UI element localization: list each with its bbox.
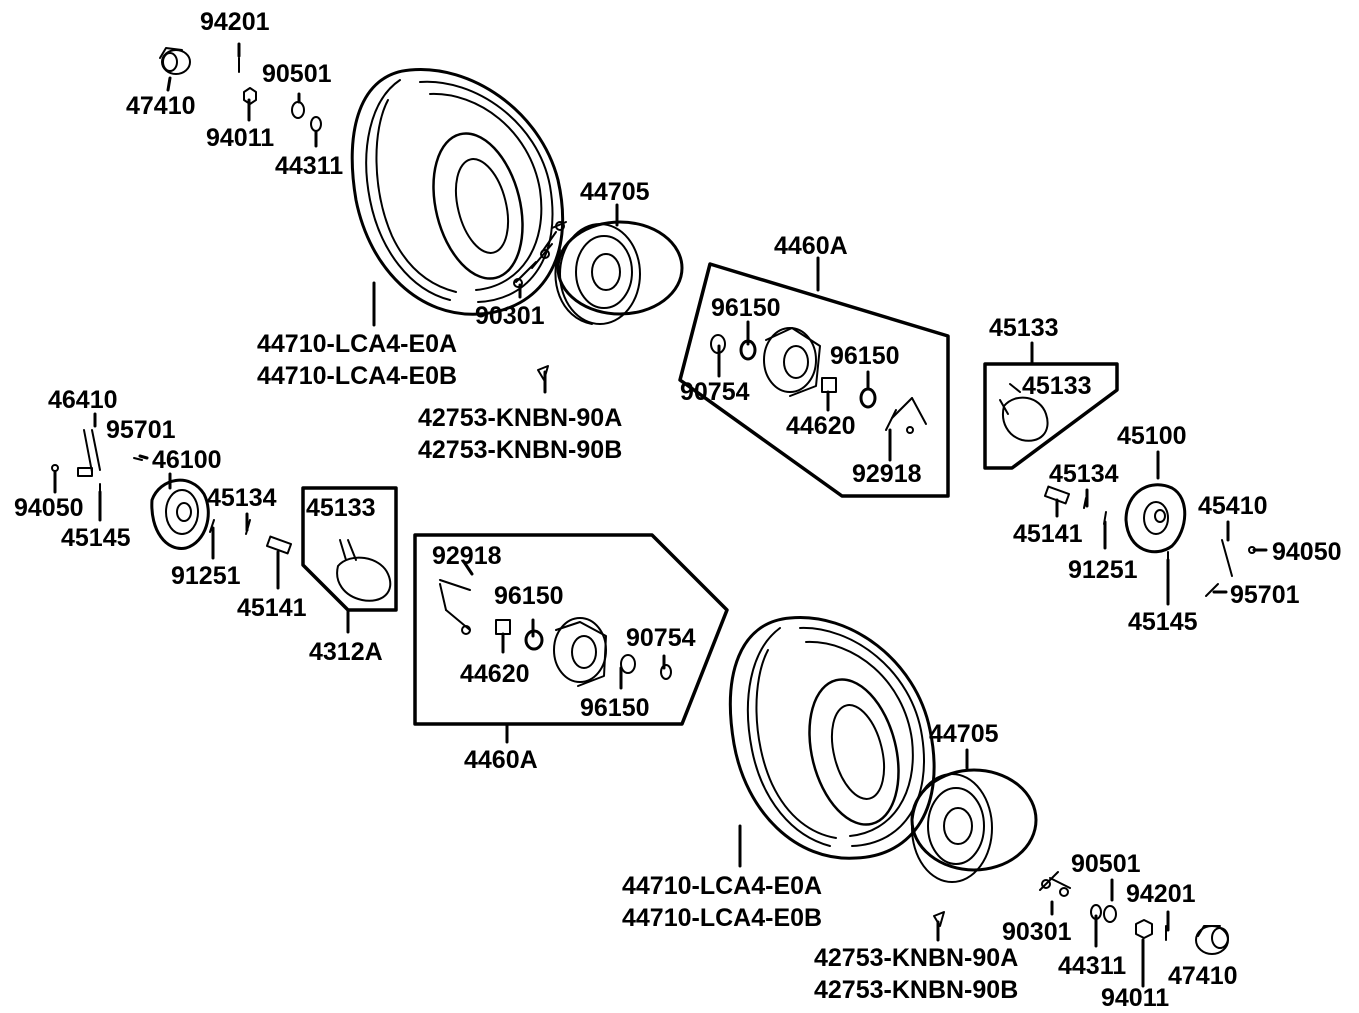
kit-box-4312A (301, 486, 398, 612)
label-46100: 46100 (152, 446, 222, 474)
label-96150-lower-a: 96150 (494, 582, 564, 610)
label-44710-e0b-upper: 44710-LCA4-E0B (257, 362, 458, 390)
leader-lines (53, 42, 1268, 988)
rim-lower (910, 768, 1038, 883)
label-45134-right: 45134 (1049, 460, 1119, 488)
axle-nut-upper (159, 47, 322, 132)
label-42753-90a-lower: 42753-KNBN-90A (814, 944, 1019, 972)
tire-lower (728, 616, 936, 860)
label-45410: 45410 (1198, 492, 1268, 520)
label-45145-right: 45145 (1128, 608, 1198, 636)
label-96150-upper-b: 96150 (830, 342, 900, 370)
label-90301-upper: 90301 (475, 302, 545, 330)
label-44620-upper: 44620 (786, 412, 856, 440)
label-45141-right: 45141 (1013, 520, 1083, 548)
brake-left (51, 429, 392, 602)
label-44311-upper: 44311 (275, 152, 344, 180)
label-92918-lower: 92918 (432, 542, 502, 570)
label-90301-lower: 90301 (1002, 918, 1072, 946)
label-44710-e0a-lower: 44710-LCA4-E0A (622, 872, 823, 900)
label-44705-lower: 44705 (929, 720, 999, 748)
label-90754-upper: 90754 (680, 378, 750, 406)
label-42753-90b-upper: 42753-KNBN-90B (418, 436, 623, 464)
label-45134-left: 45134 (207, 484, 277, 512)
label-45133-left: 45133 (306, 494, 376, 522)
label-47410-lower: 47410 (1168, 962, 1238, 990)
label-44311-lower: 44311 (1058, 952, 1127, 980)
label-45133-right-kit: 45133 (989, 314, 1059, 342)
label-94050-left: 94050 (14, 494, 84, 522)
kit-box-4460A-lower (413, 533, 729, 726)
label-96150-lower-b: 96150 (580, 694, 650, 722)
label-42753-90a-upper: 42753-KNBN-90A (418, 404, 623, 432)
label-94201-upper: 94201 (200, 8, 270, 36)
label-45141-left: 45141 (237, 594, 307, 622)
hub-upper (710, 327, 927, 434)
label-4460A-lower: 4460A (464, 746, 538, 774)
rim-upper (554, 220, 684, 325)
label-95701-left: 95701 (106, 416, 176, 444)
kit-box-4460A-upper (678, 262, 950, 498)
label-44710-e0b-lower: 44710-LCA4-E0B (622, 904, 823, 932)
label-94011-lower: 94011 (1101, 984, 1170, 1012)
label-47410-upper: 47410 (126, 92, 196, 120)
tire-upper (350, 67, 565, 316)
label-94201-lower: 94201 (1126, 880, 1196, 908)
label-42753-90b-lower: 42753-KNBN-90B (814, 976, 1019, 1004)
label-44710-e0a-upper: 44710-LCA4-E0A (257, 330, 458, 358)
label-45100: 45100 (1117, 422, 1187, 450)
label-45145-left: 45145 (61, 524, 131, 552)
label-94050-right: 94050 (1272, 538, 1342, 566)
label-96150-upper-a: 96150 (711, 294, 781, 322)
label-45133-right-inner: 45133 (1022, 372, 1092, 400)
label-44705-upper: 44705 (580, 178, 650, 206)
label-4312A: 4312A (309, 638, 383, 666)
label-90501-upper: 90501 (262, 60, 332, 88)
studs-lower (933, 871, 1167, 941)
studs-upper (513, 221, 567, 288)
kit-box-45133-right (983, 362, 1119, 470)
label-92918-upper: 92918 (852, 460, 922, 488)
label-90754-lower: 90754 (626, 624, 696, 652)
axle-nut-lower (1195, 925, 1229, 955)
brake-right (999, 383, 1256, 597)
label-4460A-upper: 4460A (774, 232, 848, 260)
label-91251-right: 91251 (1068, 556, 1138, 584)
label-44620-lower: 44620 (460, 660, 530, 688)
label-91251-left: 91251 (171, 562, 241, 590)
label-95701-right: 95701 (1230, 581, 1300, 609)
hub-lower (439, 579, 672, 687)
label-46410: 46410 (48, 386, 118, 414)
label-94011-upper: 94011 (206, 124, 275, 152)
label-90501-lower: 90501 (1071, 850, 1141, 878)
valve-upper (537, 365, 549, 381)
